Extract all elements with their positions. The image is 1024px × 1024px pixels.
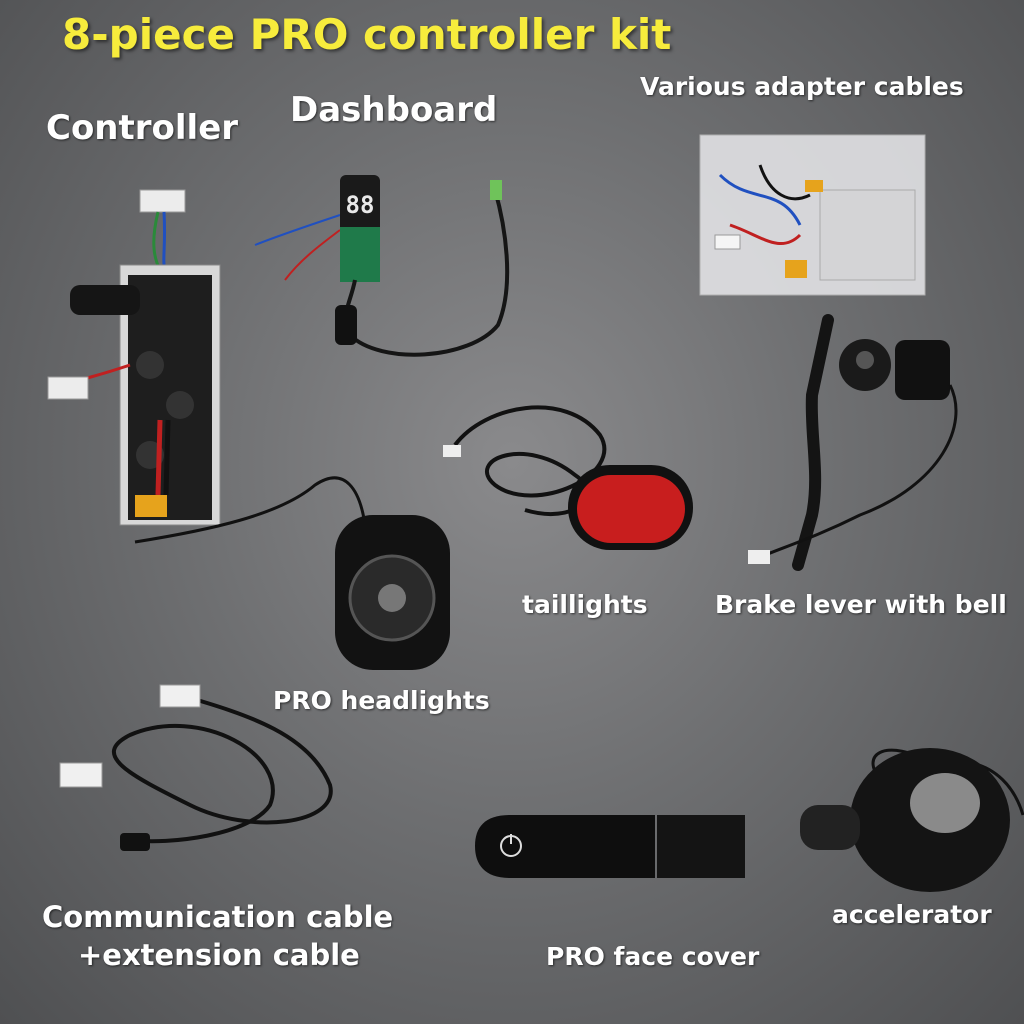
page-title: 8-piece PRO controller kit (62, 10, 672, 59)
brake-lever-image (748, 314, 958, 571)
taillights-label: taillights (522, 590, 648, 619)
headlight-image (134, 476, 450, 670)
dashboard-image: 88 (254, 175, 510, 357)
face-cover-image (475, 815, 745, 878)
brake-lever-label: Brake lever with bell (715, 590, 1007, 619)
accelerator-label: accelerator (832, 900, 992, 929)
controller-label: Controller (46, 108, 239, 148)
headlights-label: PRO headlights (273, 686, 490, 715)
taillight-image (443, 405, 693, 550)
communication-cable-label-1: Communication cable (42, 900, 394, 934)
accelerator-image (800, 748, 1024, 892)
adapter-cables-label: Various adapter cables (640, 72, 964, 101)
communication-cable-image (59, 684, 333, 851)
dashboard-label: Dashboard (290, 90, 498, 130)
dashboard-display: 88 (346, 191, 375, 219)
controller-image (47, 189, 221, 526)
communication-cable-label-2: +extension cable (78, 938, 360, 972)
face-cover-label: PRO face cover (546, 942, 760, 971)
adapter-cables-image (699, 134, 926, 296)
